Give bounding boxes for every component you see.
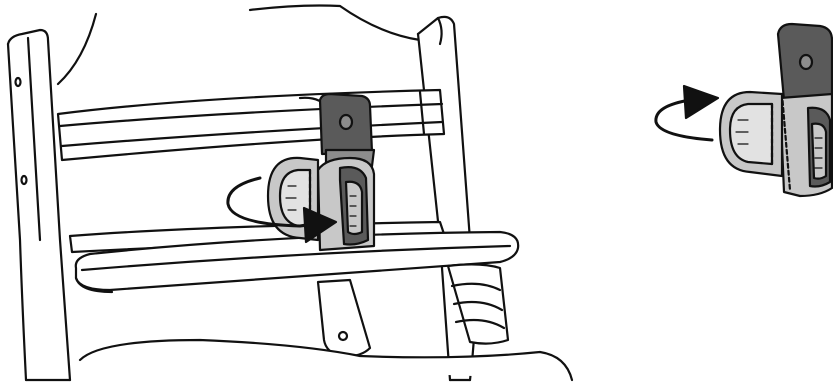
detail-clip-slot bbox=[800, 55, 812, 69]
detail-view bbox=[656, 24, 832, 196]
backrest-slat bbox=[58, 90, 444, 160]
detail-rotation-arrow bbox=[656, 86, 718, 140]
right-leg bbox=[448, 264, 508, 343]
bolt-hole bbox=[22, 176, 27, 184]
clip-slot bbox=[340, 115, 352, 129]
backrest-fabric bbox=[58, 6, 420, 85]
crotch-strap bbox=[318, 280, 370, 356]
main-view bbox=[8, 6, 572, 381]
